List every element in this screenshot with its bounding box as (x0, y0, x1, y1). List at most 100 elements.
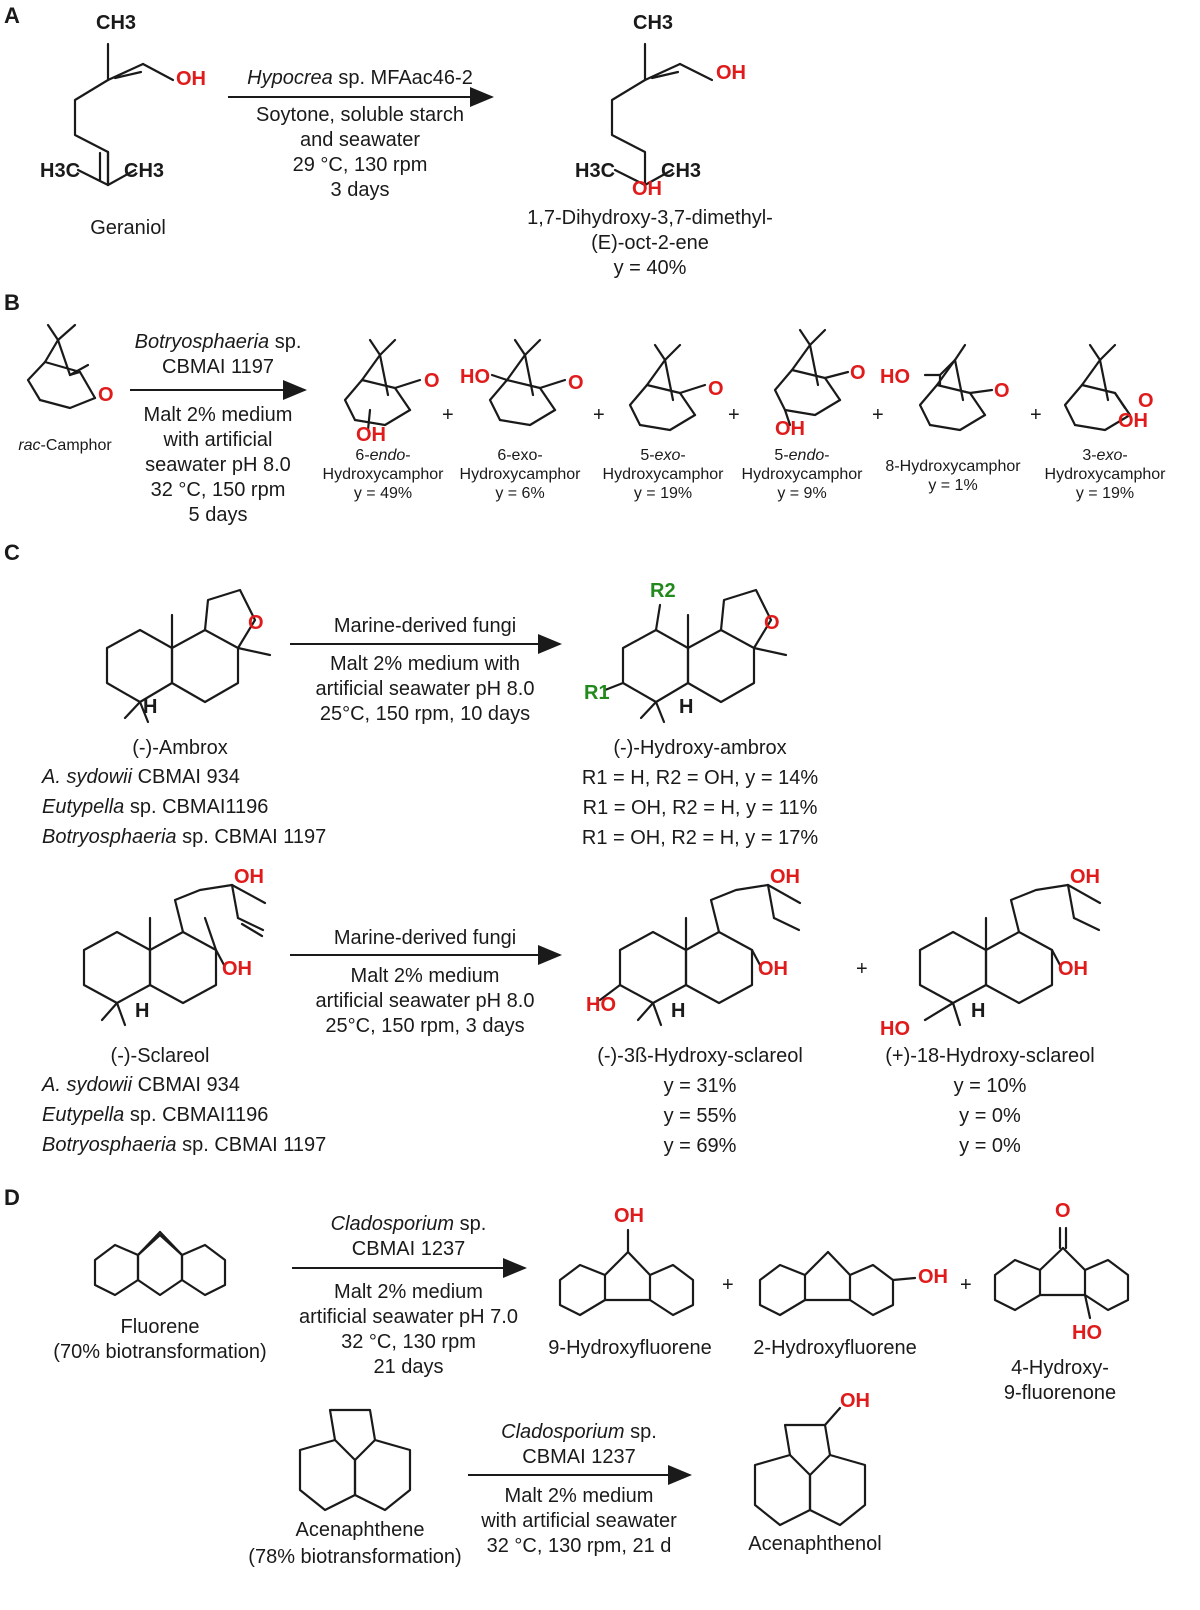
a-product-ch3: CH3 (633, 12, 674, 34)
c-p2-ho: HO (880, 1018, 910, 1040)
c-p1-name: (-)-3ß-Hydroxy-sclareol (597, 1045, 803, 1067)
d-p1-name: 9-Hydroxyfluorene (548, 1337, 712, 1359)
c-arrow1-cond-3: 25°C, 150 rpm, 10 days (319, 703, 531, 725)
b-p4-name: 5-endo- (774, 447, 830, 464)
b-p1-yield: y = 49% (353, 485, 413, 502)
hydroxy-fluorenone-structure (993, 1226, 1130, 1320)
c-fungus-5: Eutypella sp. CBMAI1196 (42, 1104, 269, 1126)
a-condition-1: Soytone, soluble starch (256, 104, 464, 126)
c-p2-yield-1: y = 10% (953, 1075, 1027, 1097)
d-organism-1: Cladosporium sp. (330, 1213, 487, 1235)
ambrox-structure (105, 588, 272, 724)
c-p2-h: H (971, 1000, 986, 1022)
c-arrow2-cond-1: Malt 2% medium (350, 965, 500, 987)
b-p4-o: O (850, 362, 866, 384)
c-p1-yield-3: y = 69% (663, 1135, 737, 1157)
b-p3-o: O (708, 378, 724, 400)
hydroxyfluorene-2-structure (758, 1250, 917, 1317)
c-p1-h: H (671, 1000, 686, 1022)
d-cond2-1: Malt 2% medium (504, 1485, 654, 1507)
acenaphthenol-structure (753, 1406, 867, 1527)
c-fungus-6: Botryosphaeria sp. CBMAI 1197 (42, 1134, 327, 1156)
a-product-yield: y = 40% (613, 257, 687, 279)
c-p2-name: (+)-18-Hydroxy-sclareol (885, 1045, 1095, 1067)
b-p6-yield: y = 19% (1075, 485, 1135, 502)
c-sclareol-name: (-)-Sclareol (110, 1045, 210, 1067)
d-acenaphthene-conversion: (78% biotransformation) (248, 1546, 462, 1568)
b-product-3 (628, 343, 707, 432)
d-p3-ho: HO (1072, 1322, 1102, 1344)
acenaphthene-structure (298, 1408, 412, 1512)
d-cond1-1: Malt 2% medium (334, 1281, 483, 1303)
b-p2-o: O (568, 372, 584, 394)
d-p2-name: 2-Hydroxyfluorene (753, 1337, 917, 1359)
d-cond1-2: artificial seawater pH 7.0 (299, 1306, 518, 1328)
b-p5-name: 8-Hydroxycamphor (885, 458, 1021, 475)
a-substrate-ch3-right: CH3 (124, 160, 165, 182)
a-substrate-h3c: H3C (40, 160, 81, 182)
c-p2-yield-2: y = 0% (959, 1105, 1021, 1127)
c-arrow1-cond-1: Malt 2% medium with (329, 653, 521, 675)
b-p3-yield: y = 19% (633, 485, 693, 502)
b-p2-name: 6-exo- (497, 447, 543, 464)
c-arrow1-cond-2: artificial seawater pH 8.0 (315, 678, 535, 700)
a-substrate-oh: OH (176, 68, 206, 90)
c-arrow1-label: Marine-derived fungi (333, 615, 517, 637)
b-p3-name-2: Hydroxycamphor (602, 466, 724, 483)
a-product-name-1: 1,7-Dihydroxy-3,7-dimethyl- (527, 207, 773, 229)
c-sclareol-oh-1: OH (234, 866, 264, 888)
b-p1-name-2: Hydroxycamphor (322, 466, 444, 483)
section-label-b: B (4, 290, 20, 315)
hydroxy-ambrox-structure (603, 588, 788, 724)
b-plus-2: + (593, 404, 605, 426)
c-p1-ho: HO (586, 994, 616, 1016)
d-acenaphthenol-oh: OH (840, 1390, 870, 1412)
c-hydroxy-ambrox-h: H (679, 696, 694, 718)
c-p2-oh-1: OH (1070, 866, 1100, 888)
product-a-structure (610, 42, 714, 187)
b-plus-3: + (728, 404, 740, 426)
d-fluorene-name: Fluorene (120, 1316, 200, 1338)
d-cond2-3: 32 °C, 130 rpm, 21 d (486, 1535, 672, 1557)
b-product-4 (773, 328, 850, 427)
sclareol-structure (82, 883, 267, 1027)
b-p6-o: O (1138, 390, 1154, 412)
a-substrate-ch3: CH3 (96, 12, 137, 34)
d-cond1-4: 21 days (373, 1356, 444, 1378)
b-condition-4: 32 °C, 150 rpm (150, 479, 286, 501)
c-sclareol-oh-2: OH (222, 958, 252, 980)
hydroxyfluorene-9-structure (558, 1228, 695, 1317)
hydroxy-sclareol-18-structure (918, 883, 1102, 1027)
b-organism: Botryosphaeria sp. (134, 331, 302, 353)
b-p4-oh: OH (775, 418, 805, 440)
b-substrate-name: rac-Camphor (18, 437, 112, 454)
c-fungus-2: Eutypella sp. CBMAI1196 (42, 796, 269, 818)
b-p6-name-2: Hydroxycamphor (1044, 466, 1166, 483)
b-condition-3: seawater pH 8.0 (145, 454, 291, 476)
b-p3-name: 5-exo- (640, 447, 686, 464)
b-product-2 (488, 338, 567, 427)
c-p1-yield-1: y = 31% (663, 1075, 737, 1097)
b-p6-name: 3-exo- (1082, 447, 1128, 464)
d-p3-o: O (1055, 1200, 1071, 1222)
b-p4-name-2: Hydroxycamphor (741, 466, 863, 483)
b-p5-yield: y = 1% (928, 477, 978, 494)
b-p1-oh: OH (356, 424, 386, 446)
c-arrow2-cond-3: 25°C, 150 rpm, 3 days (325, 1015, 525, 1037)
a-product-ch3-right: CH3 (661, 160, 702, 182)
b-plus-5: + (1030, 404, 1042, 426)
c-arrow2-cond-2: artificial seawater pH 8.0 (315, 990, 535, 1012)
d-p1-oh: OH (614, 1205, 644, 1227)
b-organism-strain: CBMAI 1197 (162, 356, 274, 378)
b-p1-o: O (424, 370, 440, 392)
d-organism-2-strain: CBMAI 1237 (522, 1446, 636, 1468)
b-product-6 (1063, 343, 1132, 432)
d-fluorene-conversion: (70% biotransformation) (53, 1341, 267, 1363)
d-plus-2: + (960, 1274, 972, 1296)
c-ambrox-result-1: R1 = H, R2 = OH, y = 14% (581, 767, 819, 789)
c-plus: + (856, 958, 868, 980)
d-p3-name-2: 9-fluorenone (1003, 1382, 1117, 1404)
c-r1-label: R1 (584, 682, 610, 704)
c-p2-oh-2: OH (1058, 958, 1088, 980)
d-acenaphthene-name: Acenaphthene (295, 1519, 425, 1541)
